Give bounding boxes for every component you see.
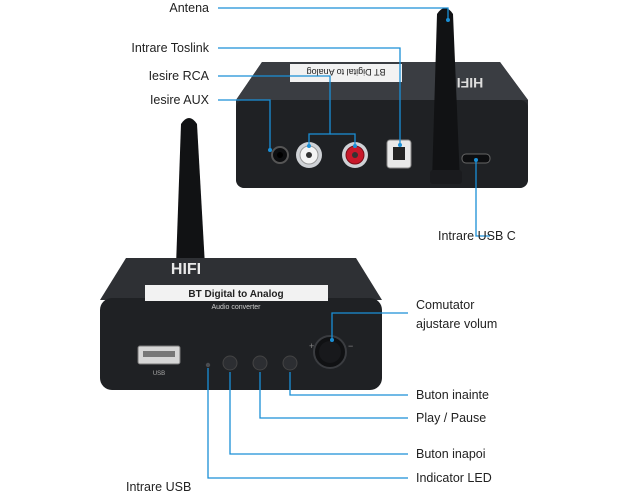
label-indicator-led: Indicator LED xyxy=(416,471,492,485)
front-brand-text: HIFI xyxy=(171,261,201,278)
label-play-pause: Play / Pause xyxy=(416,411,487,425)
back-label-text: BT Digital to Analog xyxy=(307,67,386,77)
callout-next xyxy=(289,372,408,396)
label-iesire-aux: Iesire AUX xyxy=(149,93,209,107)
callout-rca-red xyxy=(330,133,356,146)
callout-led xyxy=(207,368,408,479)
back-brand-text: HIFI xyxy=(457,75,483,91)
label-intrare-usb-c: Intrare USB C xyxy=(438,229,516,243)
rca-red-jack xyxy=(342,142,368,168)
next-button xyxy=(282,355,298,371)
label-intrare-usb: Intrare USB xyxy=(126,480,192,494)
antenna-back xyxy=(430,8,462,184)
device-back-view: BT Digital to Analog HIFI xyxy=(236,8,528,188)
back-label-plate: BT Digital to Analog xyxy=(290,64,402,82)
front-label-plate: BT Digital to Analog Audio converter xyxy=(145,285,328,311)
callout-play xyxy=(259,372,408,419)
callout-aux xyxy=(218,99,271,150)
rca-white-jack xyxy=(296,142,322,168)
label-buton-inapoi: Buton inapoi xyxy=(416,447,486,461)
front-subtitle-text: Audio converter xyxy=(211,304,261,311)
device-front-view: HIFI BT Digital to Analog Audio converte… xyxy=(100,118,382,390)
label-intrare-toslink: Intrare Toslink xyxy=(131,41,209,55)
label-antena: Antena xyxy=(169,1,209,15)
label-iesire-rca: Iesire RCA xyxy=(148,69,209,83)
callout-prev xyxy=(229,372,408,455)
callout-volume xyxy=(331,312,408,340)
svg-text:+: + xyxy=(309,341,314,351)
svg-text:−: − xyxy=(348,341,353,351)
label-buton-inainte: Buton inainte xyxy=(416,388,489,402)
callout-antena xyxy=(218,7,449,20)
antenna-front xyxy=(176,118,205,266)
led-indicator xyxy=(205,362,211,368)
label-comutator: Comutator xyxy=(416,298,475,312)
usb-a-port: USB xyxy=(137,345,181,377)
usb-port-label: USB xyxy=(153,371,165,377)
prev-button xyxy=(222,355,238,371)
callout-toslink xyxy=(218,47,401,145)
callout-usb-c xyxy=(475,160,490,237)
front-model-text: BT Digital to Analog xyxy=(188,289,283,300)
volume-knob: + − xyxy=(309,335,353,369)
play-pause-button xyxy=(252,355,268,371)
label-ajustare-volum: ajustare volum xyxy=(416,317,498,331)
callout-lines xyxy=(207,7,490,479)
